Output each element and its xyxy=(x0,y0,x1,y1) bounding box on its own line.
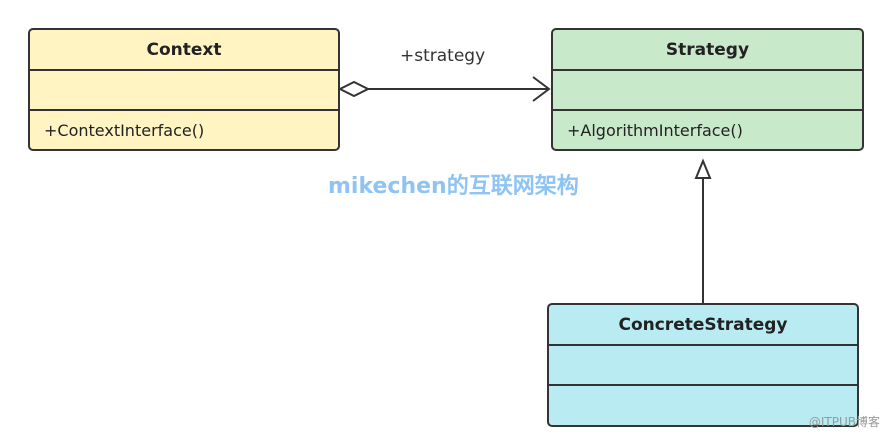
context-class-operations: +ContextInterface() xyxy=(44,120,205,140)
concrete-strategy-class-name: ConcreteStrategy xyxy=(549,305,857,346)
aggregation-label: +strategy xyxy=(400,46,486,66)
generalization-triangle xyxy=(694,158,712,179)
watermark-text: mikechen的互联网架构 xyxy=(328,174,579,199)
concrete-strategy-class: ConcreteStrategy xyxy=(547,303,859,427)
aggregation-arrowhead xyxy=(532,76,551,102)
aggregation-connector xyxy=(337,76,551,102)
context-class: Context +ContextInterface() xyxy=(28,28,340,151)
aggregation-diamond xyxy=(337,80,371,98)
concrete-strategy-class-attributes xyxy=(549,346,857,386)
strategy-class: Strategy +AlgorithmInterface() xyxy=(551,28,864,151)
strategy-class-operations: +AlgorithmInterface() xyxy=(567,120,743,140)
context-class-attributes xyxy=(30,71,338,111)
context-class-name: Context xyxy=(30,30,338,71)
generalization-connector xyxy=(694,158,712,303)
corner-watermark: @ITPUB博客 xyxy=(808,415,880,429)
strategy-class-name: Strategy xyxy=(553,30,862,71)
strategy-class-attributes xyxy=(553,71,862,111)
